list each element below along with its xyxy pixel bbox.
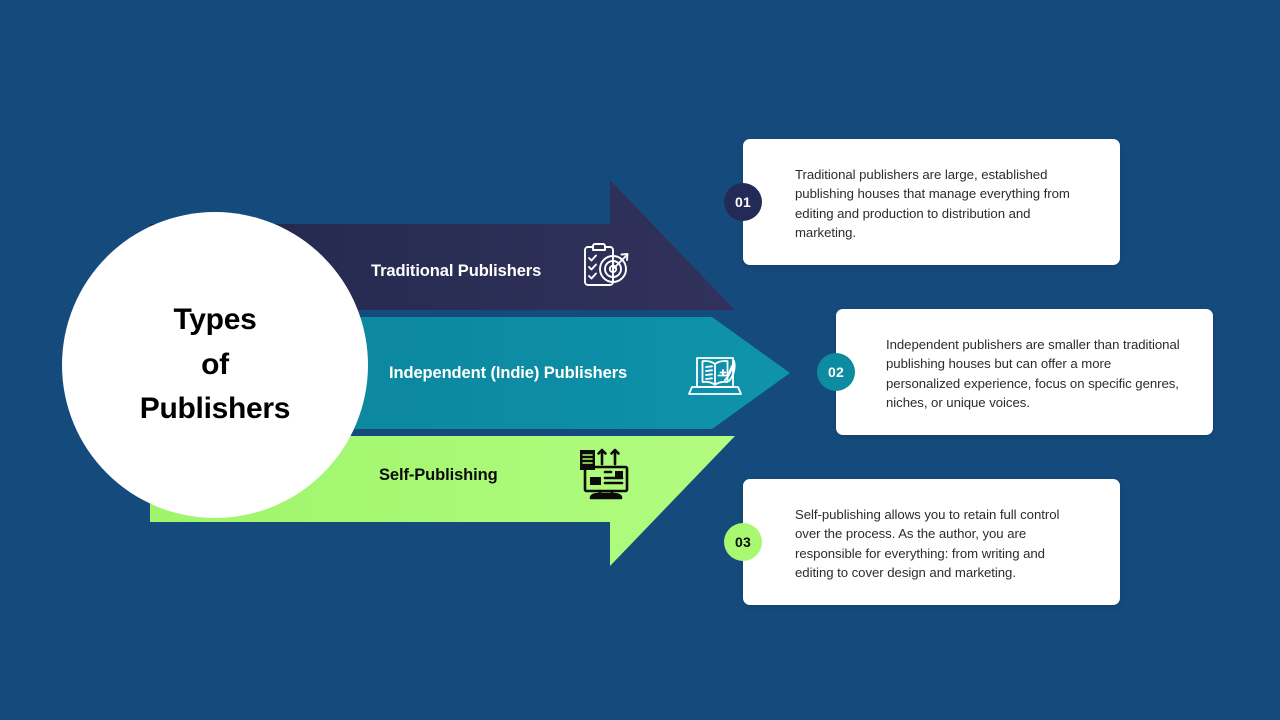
clipboard-target-icon bbox=[584, 243, 629, 286]
arrow-label-traditional: Traditional Publishers bbox=[371, 262, 542, 280]
description-text-03: Self-publishing allows you to retain ful… bbox=[795, 507, 1060, 581]
description-text-02: Independent publishers are smaller than … bbox=[886, 337, 1180, 411]
center-title-line-2: of bbox=[201, 347, 229, 381]
arrow-label-selfpublishing: Self-Publishing bbox=[379, 466, 498, 484]
step-badge-02: 02 bbox=[817, 353, 855, 391]
step-badge-03: 03 bbox=[724, 523, 762, 561]
description-card-03: Self-publishing allows you to retain ful… bbox=[743, 479, 1120, 605]
monitor-upload-documents-icon bbox=[580, 448, 629, 500]
arrow-label-independent: Independent (Indie) Publishers bbox=[389, 364, 628, 382]
step-badge-01: 01 bbox=[724, 183, 762, 221]
center-title: Types of Publishers bbox=[139, 298, 291, 431]
book-laptop-quill-icon bbox=[688, 357, 742, 395]
description-card-02: Independent publishers are smaller than … bbox=[836, 309, 1213, 435]
description-card-01: Traditional publishers are large, establ… bbox=[743, 139, 1120, 265]
center-title-line-1: Types bbox=[173, 303, 257, 337]
center-circle: Types of Publishers bbox=[62, 212, 368, 518]
description-text-01: Traditional publishers are large, establ… bbox=[795, 167, 1070, 241]
center-title-line-3: Publishers bbox=[139, 392, 291, 426]
